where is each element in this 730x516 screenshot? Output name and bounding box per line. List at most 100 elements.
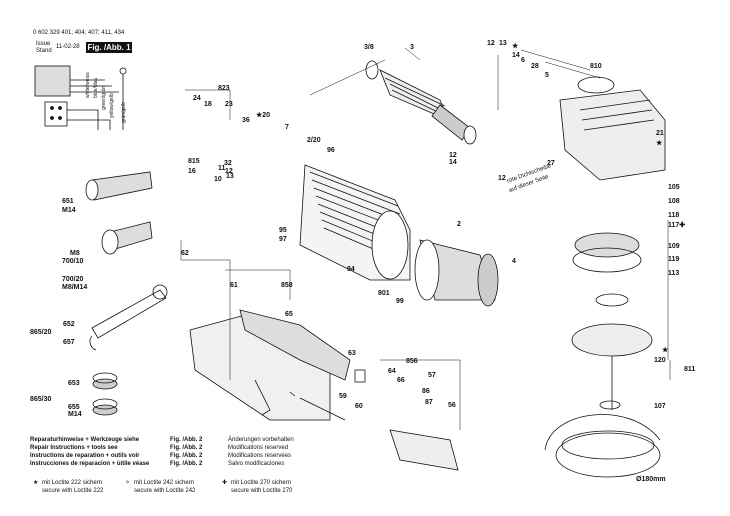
part-callout-p653: 653	[68, 380, 80, 387]
part-number: 0 602 329 401; 404; 407; 411, 434	[33, 30, 125, 36]
part-callout-p61: 61	[230, 282, 238, 289]
part-callout-pstar120: ★	[662, 347, 669, 354]
part-callout-pM14b: M14	[68, 411, 82, 418]
part-callout-pM8: M8	[70, 250, 80, 257]
part-callout-p109: 109	[668, 243, 680, 250]
part-callout-p87: 87	[425, 399, 433, 406]
part-callout-p657: 657	[63, 339, 75, 346]
part-callout-p27: 27	[547, 160, 555, 167]
part-callout-p858: 858	[281, 282, 293, 289]
part-callout-pM14a: M14	[62, 207, 76, 214]
part-callout-p107: 107	[654, 403, 666, 410]
legend-ref: Fig. /Abb. 2	[170, 437, 203, 443]
part-callout-p12c: 12	[449, 152, 457, 159]
part-callout-p36: 36	[242, 117, 250, 124]
part-callout-p94: 94	[347, 266, 355, 273]
legend-note: Modifications reservées	[228, 453, 292, 459]
part-callout-p113: 113	[668, 270, 680, 277]
part-callout-pstar21: ★	[656, 140, 663, 147]
legend-ref: Fig. /Abb. 2	[170, 461, 203, 467]
part-callout-p811: 811	[684, 366, 696, 373]
flange-nuts	[92, 372, 118, 416]
legend-box: Reparaturhinweise + Werkzeuge siehe Repa…	[30, 437, 332, 477]
part-callout-p56: 56	[448, 402, 456, 409]
part-callout-p865-30: 865/30	[30, 396, 52, 403]
part-callout-p119: 119	[668, 256, 680, 263]
part-callout-p16: 16	[188, 168, 196, 175]
legend-line: Reparaturhinweise + Werkzeuge siehe	[30, 437, 140, 443]
legend-note: Salvo modificaciones	[228, 461, 285, 467]
part-callout-p13b: 13	[226, 173, 234, 180]
part-callout-pstar20: ★20	[256, 112, 271, 119]
part-callout-p12b: 12	[225, 168, 233, 175]
part-callout-p117: 117✚	[668, 222, 686, 229]
part-callout-p57: 57	[428, 372, 436, 379]
part-callout-p2-20: 2/20	[307, 137, 321, 144]
legend-line: Instructions de reparation + outils voir	[30, 453, 140, 459]
part-callout-p7: 7	[285, 124, 289, 131]
part-callout-p3-8: 3/8	[364, 44, 374, 51]
part-callout-p13: 13	[499, 40, 507, 47]
part-callout-p655: 655	[68, 404, 80, 411]
part-callout-p856: 856	[406, 358, 418, 365]
motor-housing	[299, 164, 411, 281]
part-callout-p801: 801	[378, 290, 390, 297]
part-callout-p865-20: 865/20	[30, 329, 52, 336]
part-callout-p65: 65	[285, 311, 293, 318]
part-callout-p59: 59	[339, 393, 347, 400]
part-callout-p120: 120	[654, 357, 666, 364]
part-callout-p700-20: 700/20	[62, 276, 84, 283]
legend-note: Modifications reserved	[228, 445, 289, 451]
part-callout-p3: 3	[410, 44, 414, 51]
part-callout-p118: 118	[668, 212, 680, 219]
part-callout-p96: 96	[327, 147, 335, 154]
wheel-guard	[544, 414, 661, 478]
bearing-flange	[571, 232, 653, 410]
loctite-note: secure with Loctite 222	[42, 488, 104, 494]
part-callout-p4: 4	[512, 258, 516, 265]
part-callout-p651: 651	[62, 198, 74, 205]
wire-label: grün/gelb	[121, 102, 127, 123]
legend-note: Änderungen vorbehalten	[228, 437, 294, 443]
stand-label: Stand	[36, 48, 52, 54]
loctite-symbol: ✚	[222, 480, 228, 486]
wire-label: blue/blau	[93, 77, 99, 98]
part-callout-p99: 99	[396, 298, 404, 305]
part-callout-p11: 11	[218, 165, 226, 172]
part-callout-p24: 24	[193, 95, 201, 102]
part-callout-p12a: 12	[487, 40, 495, 47]
part-callout-p823: 823	[218, 85, 230, 92]
wire-label: white/weiss	[85, 72, 91, 98]
part-callout-p60: 60	[355, 403, 363, 410]
legend-ref: Fig. /Abb. 2	[170, 445, 203, 451]
gear-housing	[559, 76, 666, 181]
part-callout-p97: 97	[279, 236, 287, 243]
part-callout-p12d: 12	[498, 175, 506, 182]
leader-lines	[180, 47, 671, 430]
loctite-note: mit Loctite 242 sichern	[134, 480, 195, 486]
figure-label: Fig. /Abb. 1	[86, 42, 132, 53]
handle-halves	[189, 309, 351, 421]
part-callout-p32: 32	[224, 160, 232, 167]
legend-ref: Fig. /Abb. 2	[170, 453, 203, 459]
part-callout-p700-10: 700/10	[62, 258, 84, 265]
switch-cable	[289, 369, 459, 471]
part-callout-p180: Ø180mm	[636, 476, 666, 483]
loctite-note: secure with Loctite 242	[134, 488, 196, 494]
part-callout-p66: 66	[397, 377, 405, 384]
legend-line: Instrucciones de reparacion + ùitile véa…	[30, 461, 150, 467]
part-callout-p64: 64	[388, 368, 396, 375]
loctite-note: mit Loctite 222 sichern	[42, 480, 103, 486]
part-callout-p14b: 14	[449, 159, 457, 166]
wire-label: green/grün	[101, 85, 107, 110]
loctite-symbol: ★	[33, 480, 39, 486]
part-callout-p108: 108	[668, 198, 680, 205]
part-callout-p10: 10	[214, 176, 222, 183]
field-coil	[414, 239, 499, 307]
loctite-symbol: ✧	[125, 480, 131, 486]
part-callout-p86: 86	[422, 388, 430, 395]
part-callout-p652: 652	[63, 321, 75, 328]
part-callout-p810: 810	[590, 63, 602, 70]
part-callout-p6: 6	[521, 57, 525, 64]
